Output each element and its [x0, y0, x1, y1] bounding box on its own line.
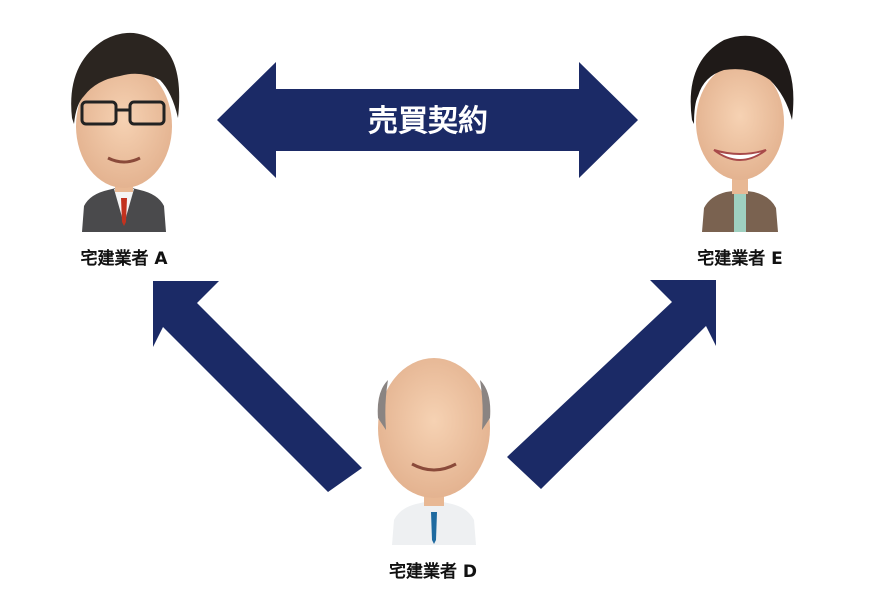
agent-a-label: 宅建業者 A — [80, 249, 168, 269]
contract-label: 売買契約 — [368, 104, 488, 139]
avatar-agent-a — [71, 32, 180, 232]
arrow-d-to-e — [507, 280, 716, 489]
contract-double-arrow — [217, 62, 638, 178]
avatar-agent-d — [377, 358, 491, 545]
agent-e-label: 宅建業者 E — [697, 249, 783, 269]
arrow-d-to-a — [153, 281, 362, 492]
agent-d-label: 宅建業者 D — [388, 562, 478, 582]
avatar-agent-e — [690, 35, 794, 232]
